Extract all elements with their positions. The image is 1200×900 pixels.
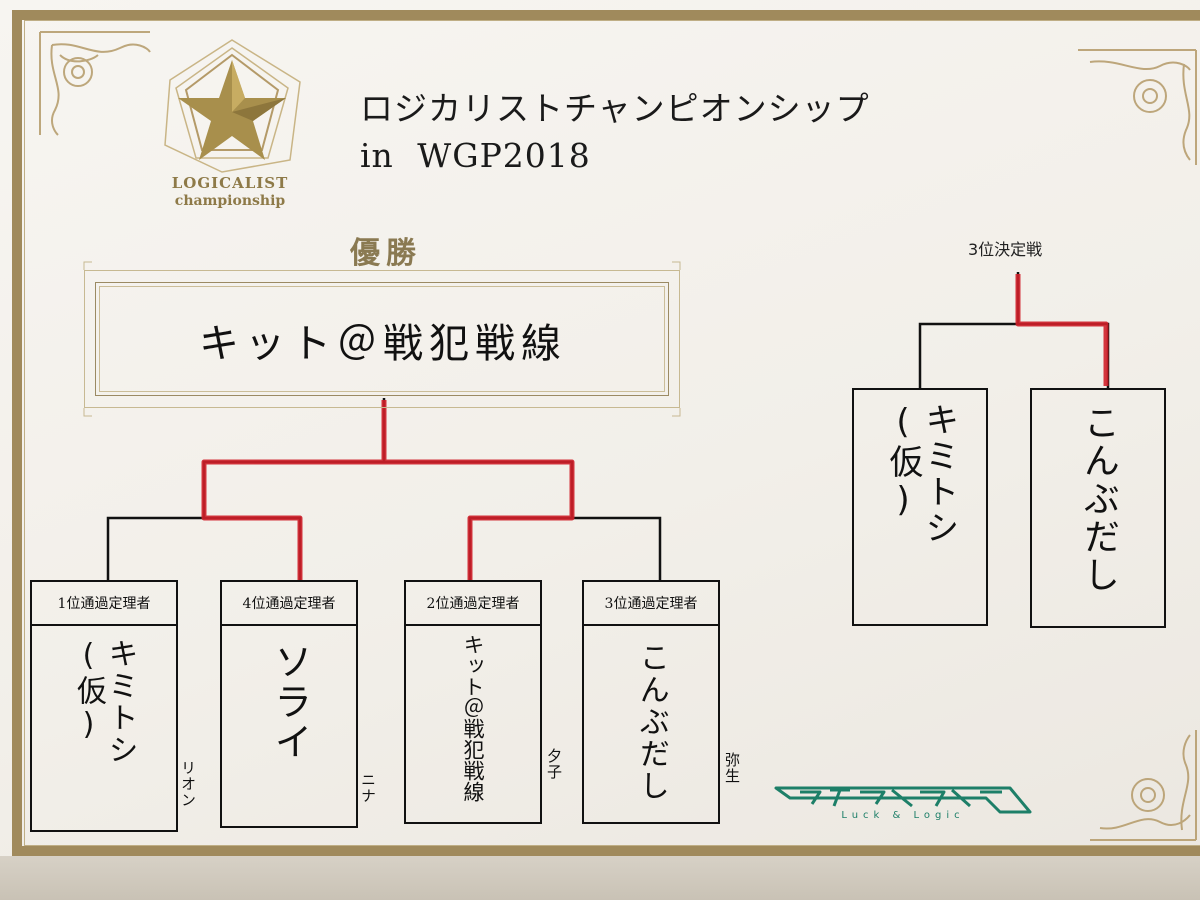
third-place-name-2: こんぶだし — [1077, 404, 1119, 594]
entrant-name-2: ソライ — [267, 642, 312, 762]
entrant-box-2: 4位通過定理者 ソライ — [220, 580, 358, 828]
page-title-line1: ロジカリストチャンピオンシップ — [360, 89, 870, 128]
entrant-note-3: 夕子 — [545, 748, 563, 780]
entrant-name-3: キット＠戦犯戦線 — [461, 634, 486, 802]
table-surface — [0, 856, 1200, 900]
winner-frame-ornament — [83, 261, 681, 417]
winner-outer-frame — [84, 270, 680, 408]
seed-label-2: 4位通過定理者 — [222, 582, 356, 626]
corner-ornament-top-right — [1078, 49, 1197, 165]
third-place-title: 3位決定戦 — [968, 240, 1043, 259]
entrant-box-1: 1位通過定理者 キミトシ(仮) — [30, 580, 178, 832]
entrant-note-4: 弥生 — [723, 752, 741, 784]
winner-label: 優勝 — [350, 236, 422, 271]
corner-ornament-bottom-right — [1090, 730, 1197, 841]
corner-ornament-top-left — [39, 31, 151, 136]
entrant-note-2: ニナ — [359, 772, 377, 804]
page-title-line2: in WGP2018 — [360, 136, 591, 175]
gold-border-inner — [24, 20, 1200, 846]
winner-path — [201, 274, 1109, 580]
star-logo-icon — [164, 39, 301, 173]
entrant-box-4: 3位通過定理者 こんぶだし — [582, 580, 720, 824]
gold-border — [12, 10, 1200, 856]
entrant-note-1: リオン — [179, 760, 197, 808]
winner-box: キット＠戦犯戦線 — [95, 282, 669, 396]
entrant-box-3: 2位通過定理者 キット＠戦犯戦線 — [404, 580, 542, 824]
entrant-name-1: キミトシ(仮) — [71, 638, 138, 766]
third-place-name-1: キミトシ(仮) — [883, 402, 959, 546]
seed-label-3: 2位通過定理者 — [406, 582, 540, 626]
third-place-box-1: キミトシ(仮) — [852, 388, 988, 626]
third-place-box-2: こんぶだし — [1030, 388, 1166, 628]
seed-label-4: 3位通過定理者 — [584, 582, 718, 626]
brand-text: Luck & Logic — [841, 810, 965, 821]
entrant-name-4: こんぶだし — [633, 642, 669, 802]
winner-name: キット＠戦犯戦線 — [199, 321, 567, 367]
seed-label-1: 1位通過定理者 — [32, 582, 176, 626]
logo-text-line1: LOGICALIST — [171, 174, 289, 192]
logo-text-line2: championship — [174, 193, 286, 209]
